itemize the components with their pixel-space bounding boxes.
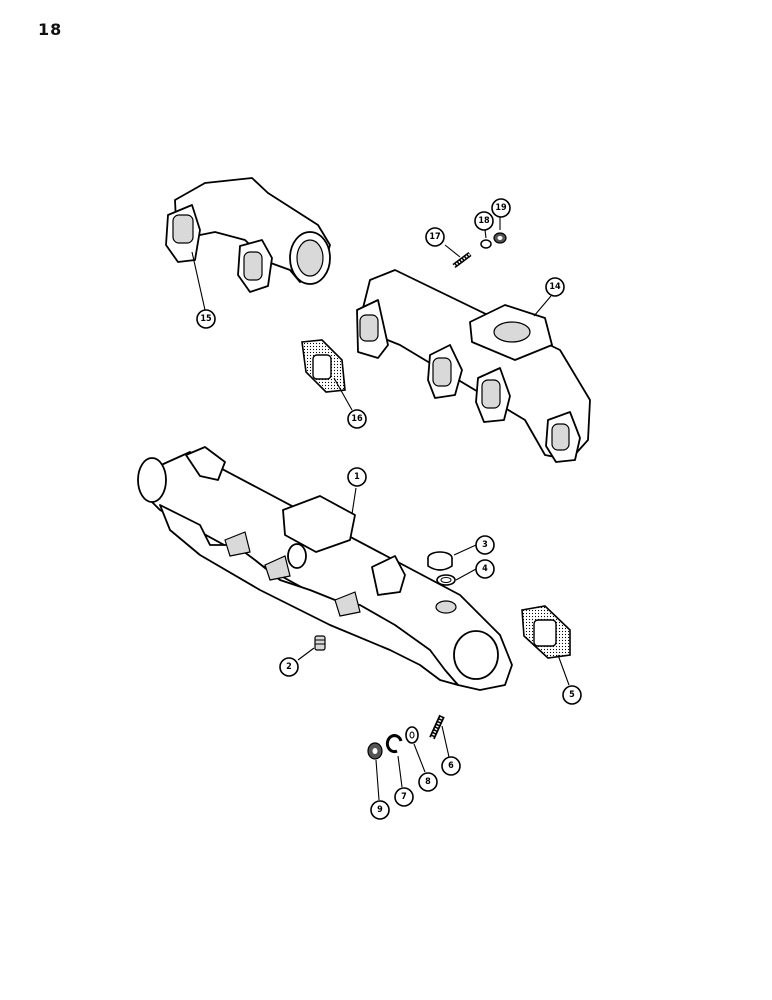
svg-text:19: 19 bbox=[495, 203, 507, 213]
svg-text:16: 16 bbox=[351, 414, 363, 424]
leader-lines bbox=[191, 217, 570, 801]
svg-text:1: 1 bbox=[354, 472, 360, 482]
svg-text:14: 14 bbox=[549, 282, 561, 292]
stud-6-part bbox=[429, 714, 445, 740]
page-number: 18 bbox=[38, 20, 63, 39]
svg-text:2: 2 bbox=[286, 662, 292, 672]
svg-text:4: 4 bbox=[482, 564, 488, 574]
callout-8: 8 bbox=[418, 772, 438, 792]
callout-2: 2 bbox=[279, 657, 299, 677]
callout-6: 6 bbox=[441, 756, 461, 776]
gasket-16-part bbox=[301, 339, 346, 393]
elbow-pipe-part bbox=[165, 177, 331, 293]
gasket-5-part bbox=[521, 605, 571, 659]
sealing-washer-4-part bbox=[436, 574, 456, 586]
callout-18: 18 bbox=[474, 211, 494, 231]
lock-washer-7-part bbox=[385, 734, 403, 754]
svg-text:18: 18 bbox=[478, 216, 490, 226]
callout-1: 1 bbox=[347, 467, 367, 487]
exhaust-manifold-14-part bbox=[356, 269, 591, 463]
washer-8-part bbox=[405, 726, 419, 744]
svg-text:8: 8 bbox=[425, 777, 431, 787]
callout-5: 5 bbox=[562, 685, 582, 705]
svg-text:6: 6 bbox=[448, 761, 454, 771]
svg-text:17: 17 bbox=[429, 232, 440, 242]
svg-text:5: 5 bbox=[569, 690, 575, 700]
callout-3: 3 bbox=[475, 535, 495, 555]
svg-text:15: 15 bbox=[200, 314, 212, 324]
callout-14: 14 bbox=[545, 277, 565, 297]
cap-3-part bbox=[427, 551, 453, 571]
svg-text:7: 7 bbox=[401, 792, 407, 802]
callout-9: 9 bbox=[370, 800, 390, 820]
nut-19-part bbox=[493, 232, 507, 244]
callout-7: 7 bbox=[394, 787, 414, 807]
callout-16: 16 bbox=[347, 409, 367, 429]
nut-9-part bbox=[367, 742, 383, 760]
callout-15: 15 bbox=[196, 309, 216, 329]
washer-18-part bbox=[480, 239, 492, 249]
svg-text:9: 9 bbox=[377, 805, 383, 815]
plug-2-part bbox=[314, 635, 326, 651]
callout-17: 17 bbox=[425, 227, 445, 247]
callout-19: 19 bbox=[491, 198, 511, 218]
stud-17-part bbox=[452, 252, 472, 268]
intake-manifold-1-part bbox=[137, 446, 513, 691]
svg-text:3: 3 bbox=[482, 540, 488, 550]
callout-4: 4 bbox=[475, 559, 495, 579]
